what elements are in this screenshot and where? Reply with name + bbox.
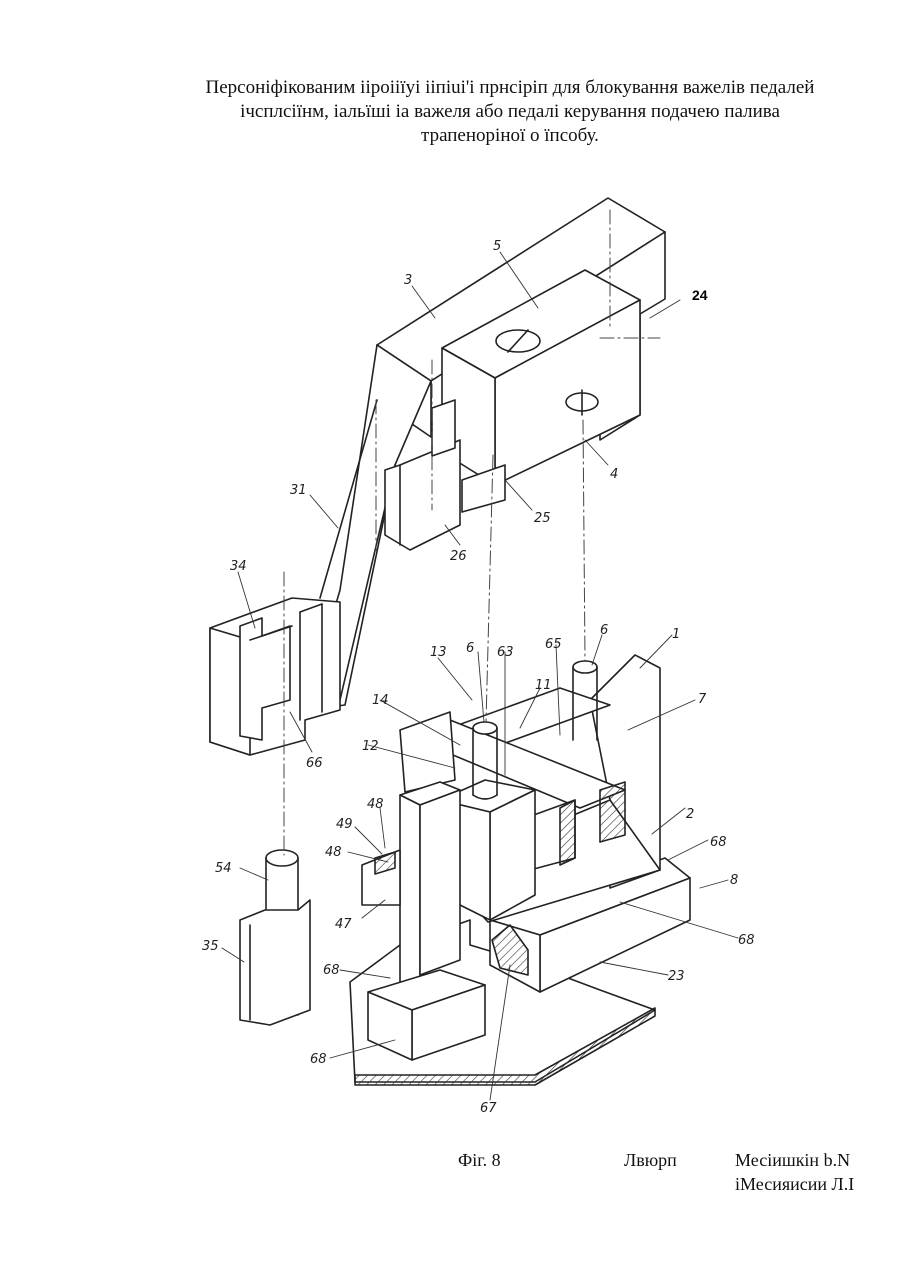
slotted-block-34 bbox=[210, 598, 340, 755]
label-5: 5 bbox=[493, 239, 501, 254]
label-8: 8 bbox=[730, 873, 738, 888]
technical-drawing: 3 5 24 4 31 25 26 34 66 13 6 63 65 6 1 1… bbox=[0, 190, 901, 1130]
label-35: 35 bbox=[202, 939, 219, 954]
label-47: 47 bbox=[335, 917, 352, 932]
label-12: 12 bbox=[362, 739, 379, 754]
title-line-1: Персоніфікованим ііроііїуі ііпіui'і прнс… bbox=[130, 76, 890, 100]
label-68-left-top: 68 bbox=[323, 963, 340, 978]
label-49: 49 bbox=[336, 817, 353, 832]
label-68-right-top: 68 bbox=[710, 835, 727, 850]
label-67: 67 bbox=[480, 1101, 497, 1116]
label-66: 66 bbox=[306, 756, 323, 771]
title-line-2: ічсплсіїнм, іальїші іа важеля або педалі… bbox=[130, 100, 890, 124]
label-68-left-bottom: 68 bbox=[310, 1052, 327, 1067]
figure-caption: Фіг. 8 bbox=[458, 1150, 501, 1171]
label-14: 14 bbox=[372, 693, 389, 708]
label-6-left: 6 bbox=[466, 641, 474, 656]
label-54: 54 bbox=[215, 861, 232, 876]
label-48-top: 48 bbox=[367, 797, 384, 812]
label-63: 63 bbox=[497, 645, 514, 660]
footer-author-2: іМесияисии Л.І bbox=[735, 1174, 854, 1195]
label-4: 4 bbox=[610, 467, 618, 482]
label-6-right: 6 bbox=[600, 623, 608, 638]
label-23: 23 bbox=[668, 969, 685, 984]
label-11: 11 bbox=[535, 678, 552, 693]
pin-54-part-35 bbox=[240, 850, 310, 1025]
isometric-assembly-figure: 3 5 24 4 31 25 26 34 66 13 6 63 65 6 1 1… bbox=[0, 190, 901, 1130]
label-26: 26 bbox=[450, 549, 467, 564]
footer-middle-text: Лвюрп bbox=[624, 1150, 677, 1171]
label-65: 65 bbox=[545, 637, 562, 652]
label-68-right-bottom: 68 bbox=[738, 933, 755, 948]
title-line-3: трапеноріної о їпсобу. bbox=[130, 124, 890, 148]
page-title: Персоніфікованим ііроііїуі ііпіui'і прнс… bbox=[130, 76, 890, 148]
label-2: 2 bbox=[686, 807, 694, 822]
label-1: 1 bbox=[672, 627, 680, 642]
label-34: 34 bbox=[230, 559, 247, 574]
label-48: 48 bbox=[325, 845, 342, 860]
label-3: 3 bbox=[404, 273, 412, 288]
label-31: 31 bbox=[290, 483, 307, 498]
footer-author-1: Месіишкін b.N bbox=[735, 1150, 850, 1171]
label-25: 25 bbox=[534, 511, 551, 526]
label-13: 13 bbox=[430, 645, 447, 660]
label-24: 24 bbox=[692, 287, 708, 303]
label-7: 7 bbox=[698, 692, 707, 707]
